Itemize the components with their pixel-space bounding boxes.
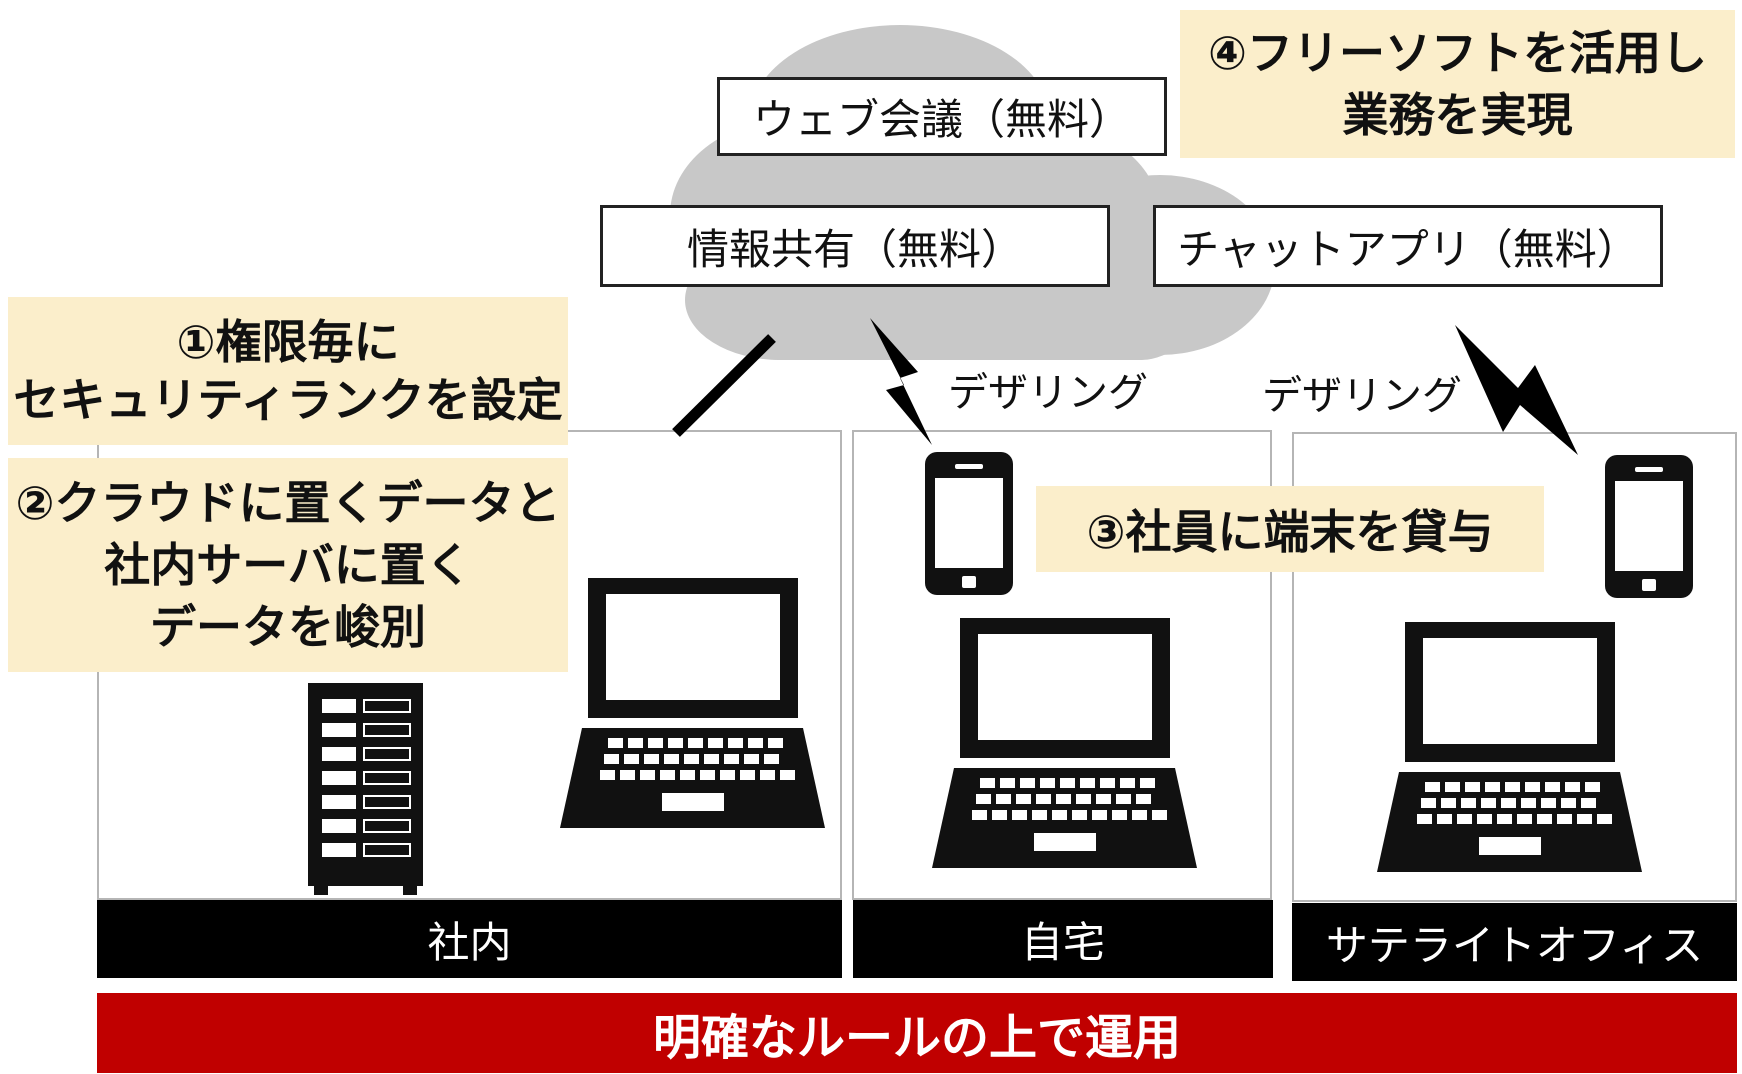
tethering-label-satellite: デザリング (1262, 373, 1462, 419)
callout-device-lending: ③社員に端末を貸与 (1036, 486, 1544, 572)
callout-free-software: ④フリーソフトを活用し 業務を実現 (1180, 10, 1735, 158)
zone-label-home: 自宅 (853, 900, 1273, 978)
server-rack-icon (308, 683, 423, 895)
laptop-icon (560, 578, 825, 828)
smartphone-icon (1605, 455, 1693, 598)
callout-4-line-1: ④フリーソフトを活用し (1208, 26, 1707, 80)
callout-4-line-2: 業務を実現 (1342, 88, 1573, 142)
satellite-zone (1292, 432, 1737, 902)
footer-banner: 明確なルールの上で運用 (97, 993, 1737, 1073)
tethering-label-home: デザリング (948, 370, 1148, 416)
smartphone-icon (925, 452, 1013, 595)
callout-2-line-1: ②クラウドに置くデータと (15, 476, 561, 530)
zone-label-office: 社内 (97, 900, 842, 978)
laptop-icon (932, 618, 1197, 868)
callout-2-line-3: データを峻別 (150, 600, 426, 654)
laptop-icon (1377, 622, 1642, 872)
service-chat-app: チャットアプリ（無料） (1153, 205, 1663, 287)
callout-security-rank: ①権限毎に セキュリティランクを設定 (8, 297, 568, 445)
service-info-share: 情報共有（無料） (600, 205, 1110, 287)
home-zone (852, 430, 1272, 900)
zone-label-satellite: サテライトオフィス (1292, 903, 1737, 981)
callout-1-line-2: セキュリティランクを設定 (13, 373, 563, 427)
service-web-meeting: ウェブ会議（無料） (717, 77, 1167, 156)
callout-2-line-2: 社内サーバに置く (104, 538, 472, 592)
callout-1-line-1: ①権限毎に (176, 315, 400, 369)
callout-data-separation: ②クラウドに置くデータと 社内サーバに置く データを峻別 (8, 458, 568, 672)
